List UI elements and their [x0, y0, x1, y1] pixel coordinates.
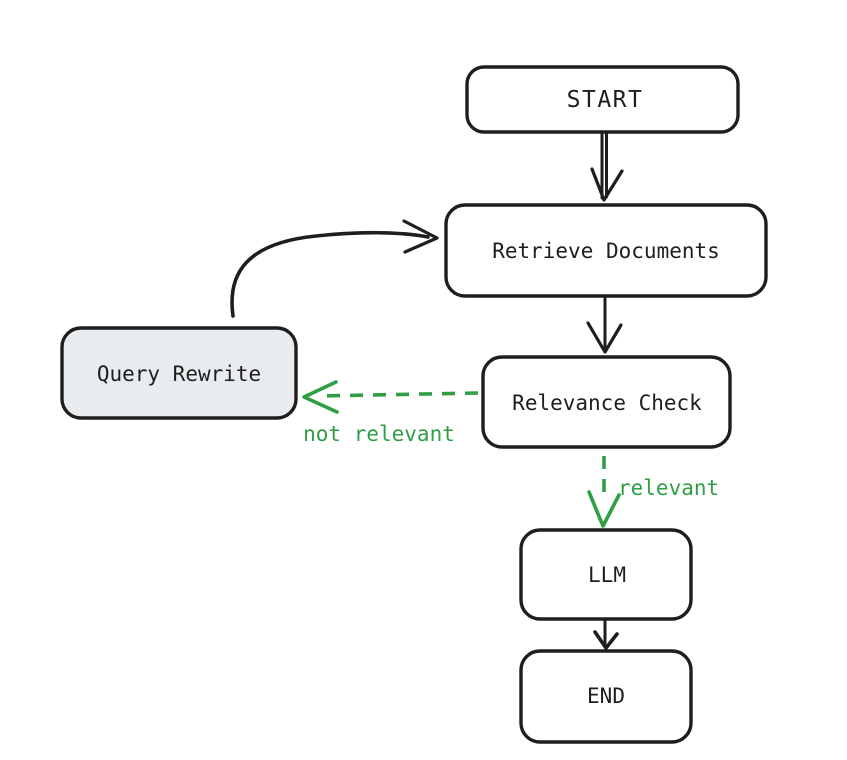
node-start-label: START	[567, 87, 644, 113]
edge-llm-end	[593, 619, 619, 650]
arrowhead-down-icon	[590, 167, 624, 202]
edge-retrieve-relevance	[586, 295, 623, 354]
edge-line-dashed	[317, 391, 479, 398]
edge-rewrite-retrieve	[230, 219, 439, 318]
node-relevance-check-label: Relevance Check	[512, 391, 702, 415]
arrowhead-down-icon	[587, 490, 621, 528]
arrowhead-down-icon	[586, 321, 623, 354]
node-query-rewrite: Query Rewrite	[60, 326, 298, 420]
edge-label-not-relevant: not relevant	[303, 422, 455, 446]
node-start-box	[465, 65, 740, 134]
node-llm-label: LLM	[588, 563, 626, 587]
node-retrieve-documents-label: Retrieve Documents	[492, 239, 720, 263]
node-retrieve-documents: Retrieve Documents	[444, 203, 768, 298]
node-start: START	[465, 65, 740, 134]
node-query-rewrite-label: Query Rewrite	[97, 362, 261, 386]
edge-curve	[230, 230, 430, 318]
edge-start-retrieve	[590, 131, 624, 202]
node-end: END	[519, 649, 693, 744]
node-relevance-check-box	[481, 355, 732, 449]
edge-label-relevant: relevant	[618, 476, 719, 500]
edge-relevance-llm: relevant	[587, 456, 719, 528]
node-relevance-check: Relevance Check	[481, 355, 732, 449]
arrowhead-left-icon	[302, 380, 339, 414]
arrowhead-right-icon	[402, 219, 439, 254]
node-retrieve-documents-box	[444, 203, 768, 298]
node-end-box	[519, 649, 693, 744]
edge-relevance-rewrite: not relevant	[302, 380, 479, 446]
node-end-label: END	[587, 684, 625, 708]
node-llm-box	[519, 528, 693, 621]
arrowhead-down-icon	[593, 630, 619, 650]
node-llm: LLM	[519, 528, 693, 621]
node-query-rewrite-box	[60, 326, 298, 420]
